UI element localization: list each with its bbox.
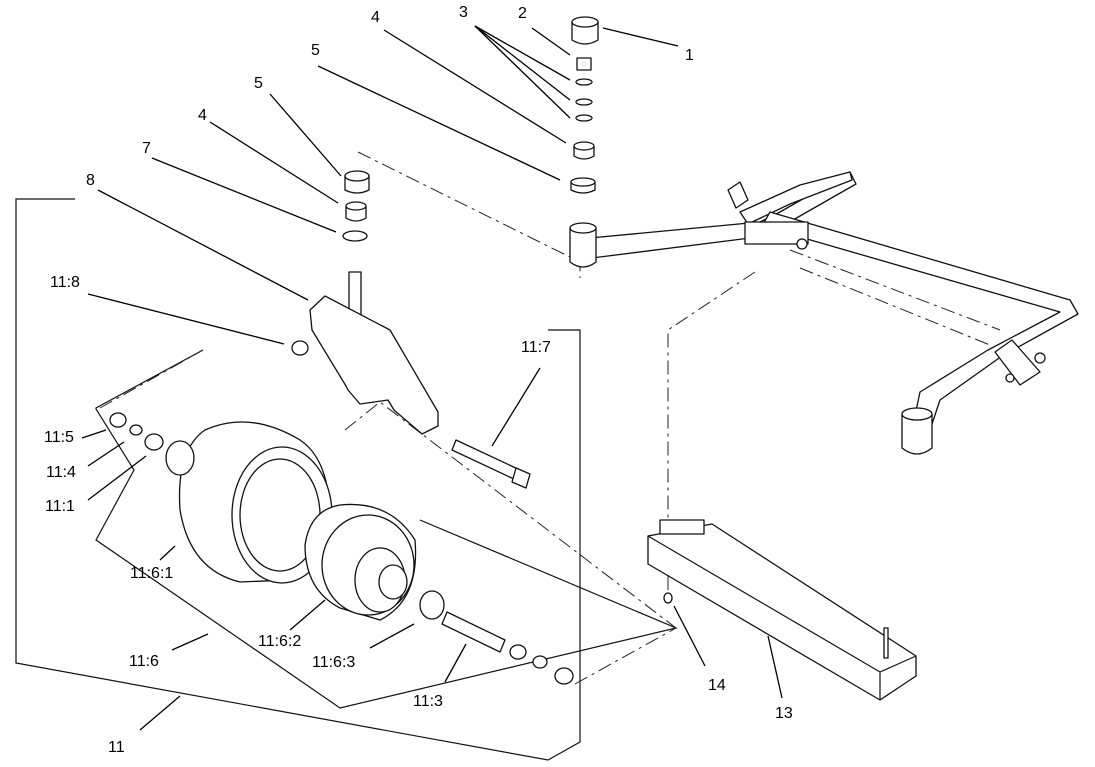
callout-1: 1 xyxy=(685,47,694,64)
callout-3: 3 xyxy=(459,4,468,21)
frame-assembly xyxy=(569,171,1079,455)
callout-11-1: 11:1 xyxy=(45,498,75,515)
axle-end-line xyxy=(574,627,677,685)
callout-11-6: 11:6 xyxy=(129,653,159,670)
callout-11-6-3: 11:6:3 xyxy=(312,654,355,671)
callout-2: 2 xyxy=(518,5,527,22)
callout-13: 13 xyxy=(775,705,793,722)
callout-11-3: 11:3 xyxy=(413,693,443,710)
callout-5-lower: 5 xyxy=(254,75,263,92)
callout-14: 14 xyxy=(708,677,726,694)
frame-mount-line xyxy=(667,271,756,590)
callout-11-4: 11:4 xyxy=(46,464,76,481)
callout-labels: 1 2 3 4 5 5 4 7 8 11:8 11:7 11:5 11:4 11… xyxy=(44,4,793,756)
frame-rail-dash-1 xyxy=(789,249,1001,331)
assembly-11-6-bracket xyxy=(95,349,678,709)
callout-4-lower: 4 xyxy=(198,107,207,124)
leader-lines xyxy=(81,25,783,731)
spindle-cap-stack xyxy=(570,16,599,194)
callout-11-5: 11:5 xyxy=(44,429,74,446)
frame-rail-dash-2 xyxy=(799,267,991,346)
caster-fork-assembly xyxy=(291,170,531,489)
callout-11-6-2: 11:6:2 xyxy=(258,633,301,650)
rear-spacer-line xyxy=(99,349,204,409)
callout-7: 7 xyxy=(142,140,151,157)
cross-bar-assembly xyxy=(647,519,917,701)
assembly-11-bracket xyxy=(15,198,581,761)
callout-11: 11 xyxy=(108,739,125,756)
wheel-assembly xyxy=(109,412,574,685)
callout-11-7: 11:7 xyxy=(521,339,551,356)
callout-11-6-1: 11:6:1 xyxy=(130,565,173,582)
spindle-axis-line xyxy=(357,151,581,278)
callout-8: 8 xyxy=(86,172,95,189)
callout-11-8: 11:8 xyxy=(50,274,80,291)
callout-4-upper: 4 xyxy=(371,9,380,26)
callout-5-upper: 5 xyxy=(311,42,320,59)
